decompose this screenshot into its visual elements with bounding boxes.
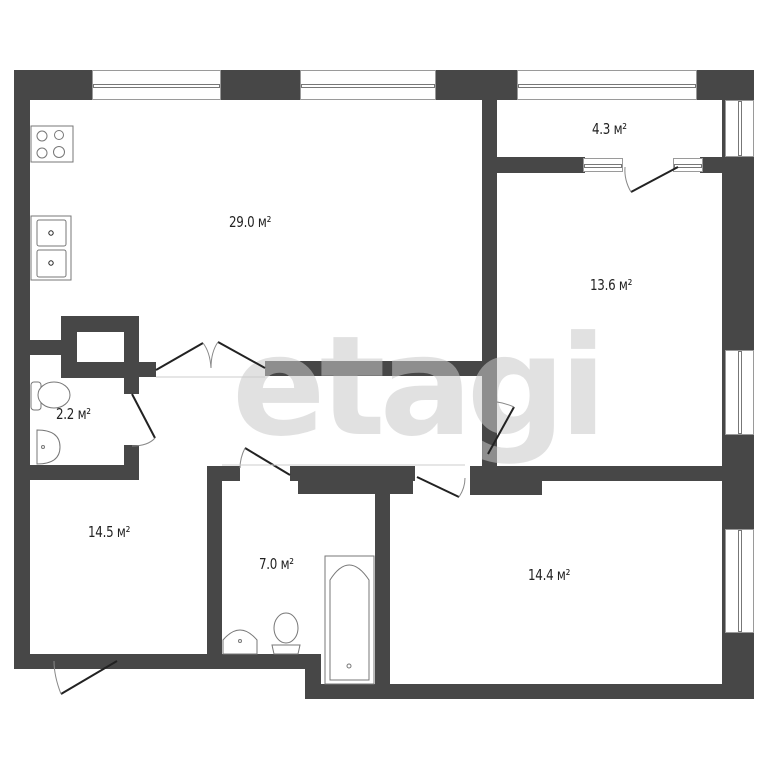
room-area-bedroom-1: 13.6 м²: [590, 276, 633, 294]
window-right-balcony: [725, 100, 754, 157]
window-top-2: [300, 70, 436, 100]
outer-wall-bottom-right: [305, 684, 754, 699]
outer-wall-bottom-left: [14, 654, 319, 669]
room-area-balcony: 4.3 м²: [592, 120, 627, 138]
bathroom-toilet-icon: [271, 612, 301, 655]
bath-step-wall: [305, 654, 321, 699]
door-kitchen-left[interactable]: [155, 342, 204, 371]
wall-wc-bottom: [30, 465, 139, 480]
door-kitchen-right[interactable]: [217, 341, 266, 369]
door-bedroom-1[interactable]: [487, 406, 515, 455]
wall-hall-bottom-mid: [290, 466, 415, 481]
window-right-bedroom-1: [725, 350, 754, 435]
room-area-bedroom-2: 14.5 м²: [88, 523, 131, 541]
toilet-icon: [30, 381, 71, 411]
wall-kitchen-hall: [265, 361, 497, 376]
wall-balcony-bottom-left: [497, 157, 585, 173]
room-area-kitchen-living: 29.0 м²: [229, 213, 272, 231]
window-top-3: [517, 70, 697, 100]
bathroom-washbasin-icon: [222, 629, 258, 655]
wall-bathroom-right: [375, 480, 390, 699]
door-jamb: [139, 362, 156, 377]
door-bedroom-3[interactable]: [416, 476, 460, 498]
sink-icon: [30, 215, 72, 281]
door-balcony[interactable]: [630, 166, 679, 193]
balcony-door-glass-left: [583, 158, 623, 172]
window-top-1: [92, 70, 221, 100]
wall-bathroom-left: [207, 466, 222, 669]
balcony-door-glass-right: [673, 158, 703, 172]
wall-bathroom-top-left: [207, 466, 240, 481]
door-wc[interactable]: [131, 393, 156, 439]
shaft-bottom: [61, 362, 139, 378]
washbasin-icon: [36, 429, 61, 465]
wall-bedroom1-corner: [482, 452, 497, 472]
outer-wall-left: [14, 70, 30, 668]
window-right-bedroom-3: [725, 529, 754, 633]
room-area-wc: 2.2 м²: [56, 405, 91, 423]
wall-wc-top: [30, 340, 65, 355]
room-area-bathroom: 7.0 м²: [259, 555, 294, 573]
door-bathroom[interactable]: [244, 447, 291, 476]
room-area-bedroom-3: 14.4 м²: [528, 566, 571, 584]
watermark: etagi: [232, 306, 607, 467]
bathtub-icon: [324, 555, 375, 685]
stove-icon: [30, 125, 74, 163]
wall-balcony-bottom-right: [700, 157, 725, 173]
door-bedroom-2[interactable]: [60, 660, 118, 695]
shaft-top: [61, 316, 139, 332]
